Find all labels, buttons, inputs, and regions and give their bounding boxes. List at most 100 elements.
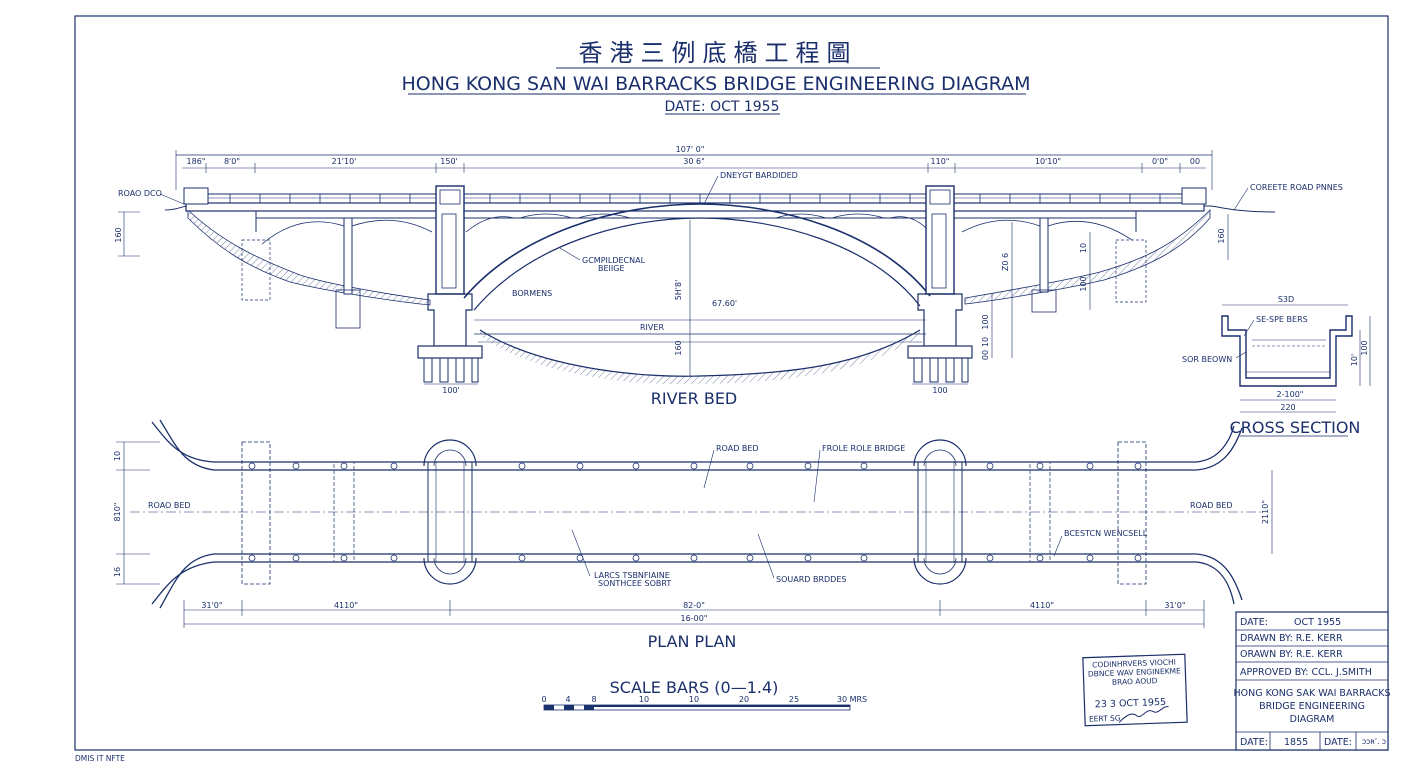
title-english: HONG KONG SAN WAI BARRACKS BRIDGE ENGINE… <box>401 73 1030 95</box>
cross-label-2: SOR BEOWN <box>1182 355 1232 364</box>
plan-label-larcs-2: SONTHCEE SOBRT <box>598 579 671 588</box>
plan-label-road-bed-left: ROAO BED <box>148 501 191 510</box>
approval-stamp: CODINHRVERS VIOCHI DBNCE WAV ENGINEKME B… <box>1082 653 1188 727</box>
stamp-date: 23 3 OCT 1955 <box>1095 697 1167 710</box>
label-road-deck: ROAO DCO <box>118 189 162 198</box>
tb-footer-date-label: DATE: <box>1240 737 1268 748</box>
tb-date-value: OCT 1955 <box>1294 617 1341 628</box>
dim-bottom-left: 100' <box>442 386 459 395</box>
approach-pier-right <box>1039 217 1049 293</box>
scale-tick-3: 10 <box>639 695 649 704</box>
tb-footer-sheet: ɔɔʀʼ. ɔ <box>1362 737 1386 746</box>
left-embankment <box>187 209 431 306</box>
cross-side-dim-2: 100 <box>1360 340 1369 355</box>
cross-dim-2: 220 <box>1280 403 1295 412</box>
tb-date-label: DATE: <box>1240 617 1268 628</box>
bridge-deck <box>185 202 1205 212</box>
scale-title: SCALE BARS (0—1.4) <box>610 678 779 697</box>
plan-pier-right <box>917 461 963 563</box>
dim-left-1: 160 <box>114 227 123 242</box>
plan-label-road-bed-top: ROAD BED <box>716 444 759 453</box>
plan-dim-2: 4110" <box>334 601 358 610</box>
dim-top-1: 186" <box>187 157 206 166</box>
section-title-plan: PLAN PLAN <box>648 632 737 651</box>
dim-bottom-right: 100 <box>932 386 947 395</box>
plan-side-dim-3: 16 <box>113 567 122 577</box>
dim-top-7: 10'10" <box>1035 157 1061 166</box>
plan-side-dim-2: 810" <box>113 503 122 522</box>
plan-label-larcs: LARCS TSBNFIAINE <box>594 571 670 580</box>
label-concrete: COREETE ROAD PNNES <box>1250 183 1343 192</box>
title-chinese: 香港三例底橋工程圖 <box>579 39 858 67</box>
plan-dim-3: 82-0" <box>683 601 705 610</box>
dim-right-1: Z0 6 <box>1001 253 1010 271</box>
cross-section-profile <box>1221 315 1353 387</box>
title-block: DATE: OCT 1955 DRAWN BY: R.E. KERR ORAWN… <box>1234 611 1391 751</box>
plan-dim-1: 31'0" <box>201 601 222 610</box>
tb-drawn-by-2: ORAWN BY: R.E. KERR <box>1240 649 1343 660</box>
cross-dim-1: 2-100" <box>1277 390 1304 399</box>
plan-bolts-top <box>248 462 1142 470</box>
title-date: DATE: OCT 1955 <box>664 99 779 115</box>
section-title-cross: CROSS SECTION <box>1230 418 1361 437</box>
dim-top-9: 00 <box>1190 157 1200 166</box>
plan-pier-left <box>427 461 473 563</box>
stamp-sig-label: EERT SG <box>1089 713 1121 723</box>
dim-right-7: 160 <box>1217 228 1226 243</box>
right-embankment <box>964 209 1211 305</box>
dim-right-2: 100 <box>981 314 990 329</box>
dim-top-6: 110" <box>931 157 950 166</box>
scale-tick-5: 20 <box>739 695 749 704</box>
dim-span-height: 5H'8' <box>674 280 683 301</box>
cross-label-1: SE-SPE BERS <box>1256 315 1308 324</box>
dim-right-5: 10 <box>1079 243 1088 253</box>
river-bed <box>479 329 921 377</box>
scale-tick-4: 10 <box>689 695 699 704</box>
scale-tick-0: 0 <box>541 695 546 704</box>
label-deck: DNEYGT BARDIDED <box>720 171 798 180</box>
tb-project-1: HONG KONG SAK WAI BARRACKS <box>1234 688 1391 699</box>
plan-dim-5: 31'0" <box>1164 601 1185 610</box>
scale-tick-7: 30 MRS <box>837 695 867 704</box>
tb-project-3: DIAGRAM <box>1290 714 1335 725</box>
cross-section-view: S3D SE-SPE BERS SOR BEOWN 2-100" 220 10'… <box>1182 295 1371 437</box>
section-title-river-bed: RIVER BED <box>651 389 738 408</box>
tb-drawn-by-1: DRAWN BY: R.E. KERR <box>1240 633 1343 644</box>
plan-dim-4: 4110" <box>1030 601 1054 610</box>
dim-right-3: 10 <box>981 337 990 347</box>
plan-view: 10 810" 16 2110" ROAD BED FROLE ROLE BRI… <box>113 419 1273 651</box>
railing-posts <box>229 194 1161 203</box>
cross-side-dim-1: 10' <box>1350 354 1359 366</box>
plan-bolts-bottom <box>248 554 1142 562</box>
cross-top-dim: S3D <box>1278 295 1294 304</box>
plan-overall-dim: 16-00" <box>681 614 708 623</box>
plan-label-squard: SOUARD BRDDES <box>776 575 846 584</box>
approach-pier-left <box>343 217 353 295</box>
dim-top-4: 150' <box>440 157 457 166</box>
dim-river-depth: 160 <box>674 340 683 355</box>
dim-top-3: 21'10' <box>332 157 357 166</box>
scale-bar: SCALE BARS (0—1.4) 0 4 8 10 10 20 25 30 … <box>541 678 867 711</box>
sheet-border <box>74 15 1389 751</box>
label-bormens: BORMENS <box>512 289 552 298</box>
main-arch <box>463 203 931 299</box>
scale-tick-1: 4 <box>565 695 570 704</box>
tb-project-2: BRIDGE ENGINEERING <box>1259 701 1365 712</box>
stamp-signature <box>1118 706 1169 723</box>
plan-side-dim-4: 2110" <box>1261 500 1270 524</box>
tb-footer-date-label-2: DATE: <box>1324 737 1352 748</box>
plan-label-frole: FROLE ROLE BRIDGE <box>822 444 905 453</box>
label-river: RIVER <box>640 323 664 332</box>
label-span: 67.60' <box>712 299 737 308</box>
dim-top-2: 8'0" <box>224 157 240 166</box>
dim-top-5: 30 6" <box>683 157 705 166</box>
tb-approved: APPROVED BY: CCL. J.SMITH <box>1240 667 1372 678</box>
plan-side-dim-1: 10 <box>113 451 122 461</box>
overall-dim: 107' 0" <box>676 145 705 154</box>
label-belige: BEIIGE <box>598 264 625 273</box>
dim-right-4: 00 <box>981 350 990 360</box>
dim-top-8: 0'0" <box>1152 157 1168 166</box>
scale-tick-2: 8 <box>591 695 596 704</box>
